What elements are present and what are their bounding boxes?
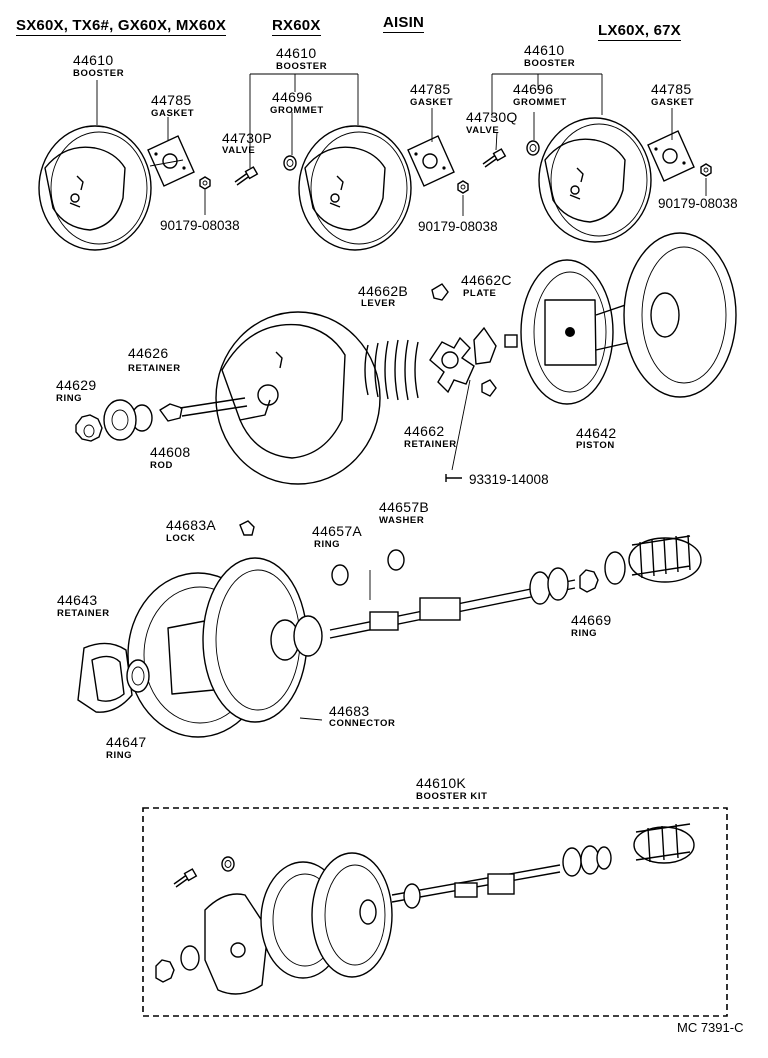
- callout-nut-a-code: 90179-08038: [160, 218, 240, 233]
- callout-gasket-a-caption: GASKET: [151, 108, 195, 119]
- callout-booster-a-number: 44610: [73, 52, 114, 68]
- callout-grommet-d-caption: GROMMET: [513, 97, 567, 108]
- booster-kit-group: [142, 807, 728, 1017]
- callout-piston-caption: PISTON: [576, 440, 615, 451]
- callout-booster-kit-number: 44610K: [416, 775, 467, 791]
- callout-rod-number: 44608: [150, 444, 191, 460]
- shell-exploded: [77, 520, 702, 738]
- callout-valve-d-caption: VALVE: [466, 125, 500, 136]
- callout-grommet-b-number: 44696: [272, 89, 313, 105]
- callout-retainer-3-number: 44643: [57, 592, 98, 608]
- booster-exploded: [75, 232, 737, 485]
- callout-lever-caption: LEVER: [361, 298, 396, 309]
- callout-ring-c-caption: RING: [106, 750, 133, 761]
- callout-grommet-d-number: 44696: [513, 81, 554, 97]
- callout-lever-number: 44662B: [358, 283, 409, 299]
- callout-ring-a-caption: RING: [314, 539, 341, 550]
- callout-gasket-b-caption: GASKET: [410, 97, 454, 108]
- diagram-code: MC 7391-C: [677, 1020, 744, 1035]
- callout-washer-caption: WASHER: [379, 515, 425, 526]
- callout-ring-b-number: 44669: [571, 612, 612, 628]
- callout-ring-b-caption: RING: [571, 628, 598, 639]
- callout-retainer-2-number: 44662: [404, 423, 445, 439]
- callout-grommet-b-caption: GROMMET: [270, 105, 324, 116]
- header-group-d: LX60X, 67X: [598, 22, 681, 41]
- callout-nut-b-code: 90179-08038: [418, 219, 498, 234]
- callout-booster-d-number: 44610: [524, 42, 565, 58]
- callout-nut-d-code: 90179-08038: [658, 196, 738, 211]
- callout-plate-number: 44662C: [461, 272, 512, 288]
- callout-retainer-3-caption: RETAINER: [57, 608, 110, 619]
- callout-rod-caption: ROD: [150, 460, 173, 471]
- callout-valve-b-number: 44730P: [222, 130, 273, 146]
- callout-booster-a-caption: BOOSTER: [73, 68, 125, 79]
- callout-connector-caption: CONNECTOR: [329, 718, 396, 729]
- callout-screw-code: 93319-14008: [469, 472, 549, 487]
- callout-lock-caption: LOCK: [166, 533, 196, 544]
- callout-booster-b-number: 44610: [276, 45, 317, 61]
- callout-booster-b-caption: BOOSTER: [276, 61, 328, 72]
- callout-ring-number: 44629: [56, 377, 97, 393]
- callout-washer-number: 44657B: [379, 499, 430, 515]
- callout-piston-number: 44642: [576, 425, 617, 441]
- callout-gasket-b-number: 44785: [410, 81, 451, 97]
- callout-booster-kit-caption: BOOSTER KIT: [416, 791, 488, 802]
- callout-retainer-caption: RETAINER: [128, 363, 181, 374]
- callout-gasket-d-caption: GASKET: [651, 97, 695, 108]
- callout-lock-number: 44683A: [166, 517, 217, 533]
- booster-assembly-d: [482, 73, 712, 243]
- header-group-c: AISIN: [383, 14, 425, 33]
- booster-assembly-a: [38, 80, 211, 251]
- callout-valve-d-number: 44730Q: [466, 109, 518, 125]
- callout-gasket-d-number: 44785: [651, 81, 692, 97]
- callout-booster-d-caption: BOOSTER: [524, 58, 576, 69]
- callout-plate-caption: PLATE: [463, 288, 497, 299]
- header-group-a: SX60X, TX6#, GX60X, MX60X: [16, 17, 227, 36]
- callout-retainer-2-caption: RETAINER: [404, 439, 457, 450]
- header-group-b: RX60X: [272, 17, 321, 36]
- callout-valve-b-caption: VALVE: [222, 145, 256, 156]
- callout-connector-number: 44683: [329, 703, 370, 719]
- callout-retainer-number: 44626: [128, 345, 169, 361]
- callout-gasket-a-number: 44785: [151, 92, 192, 108]
- callout-ring-a-number: 44657A: [312, 523, 363, 539]
- callout-ring-caption: RING: [56, 393, 83, 404]
- callout-ring-c-number: 44647: [106, 734, 147, 750]
- booster-assembly-b: [234, 73, 469, 251]
